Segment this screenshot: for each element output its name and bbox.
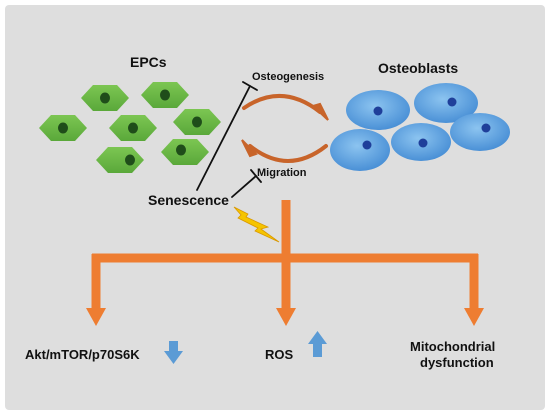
senescence-label: Senescence xyxy=(148,192,229,208)
inhibit-line-migration xyxy=(231,175,257,198)
inhibition-bar-icon xyxy=(242,81,258,91)
cycle-arrow-bottom xyxy=(248,144,328,163)
inhibition-bar-icon xyxy=(250,169,262,183)
inhibition-lines xyxy=(196,81,262,198)
osteogenesis-label: Osteogenesis xyxy=(252,71,324,83)
epcs-label: EPCs xyxy=(130,54,167,70)
mito-label-line1: Mitochondrial xyxy=(410,339,495,354)
osteoblast-cell xyxy=(414,83,478,123)
cycle-arrowhead-bottom xyxy=(241,139,258,158)
mito-label-line2: dysfunction xyxy=(420,355,494,370)
arrowhead-left xyxy=(86,308,106,326)
diagram-background xyxy=(5,5,545,410)
osteoblast-cell-group xyxy=(330,83,510,171)
ros-label: ROS xyxy=(265,347,294,362)
migration-label: Migration xyxy=(257,167,307,179)
cycle-arrowhead-top xyxy=(311,102,329,121)
lightning-bolt-icon xyxy=(233,206,280,243)
outcome-tree xyxy=(91,200,479,310)
osteoblast-cell xyxy=(346,90,410,130)
arrow-up-icon xyxy=(308,331,327,357)
akt-label: Akt/mTOR/p70S6K xyxy=(25,347,140,362)
epc-cell xyxy=(109,115,157,141)
epc-cell-group xyxy=(39,82,221,173)
cycle-arrow-top xyxy=(242,94,322,114)
inhibit-line-osteogenesis xyxy=(196,85,251,191)
epc-cell xyxy=(96,147,144,173)
cycle-arrows xyxy=(241,94,329,163)
epc-cell xyxy=(141,82,189,108)
epc-cell xyxy=(161,139,209,165)
arrow-down-icon xyxy=(164,341,183,364)
tree-arrowheads xyxy=(86,308,484,326)
epc-cell xyxy=(173,109,221,135)
osteoblast-cell xyxy=(330,129,390,171)
epc-cell xyxy=(81,85,129,111)
arrowhead-right xyxy=(464,308,484,326)
osteoblast-cell xyxy=(450,113,510,151)
osteoblast-cell xyxy=(391,123,451,161)
arrowhead-middle xyxy=(276,308,296,326)
epc-cell xyxy=(39,115,87,141)
osteoblasts-label: Osteoblasts xyxy=(378,60,458,76)
